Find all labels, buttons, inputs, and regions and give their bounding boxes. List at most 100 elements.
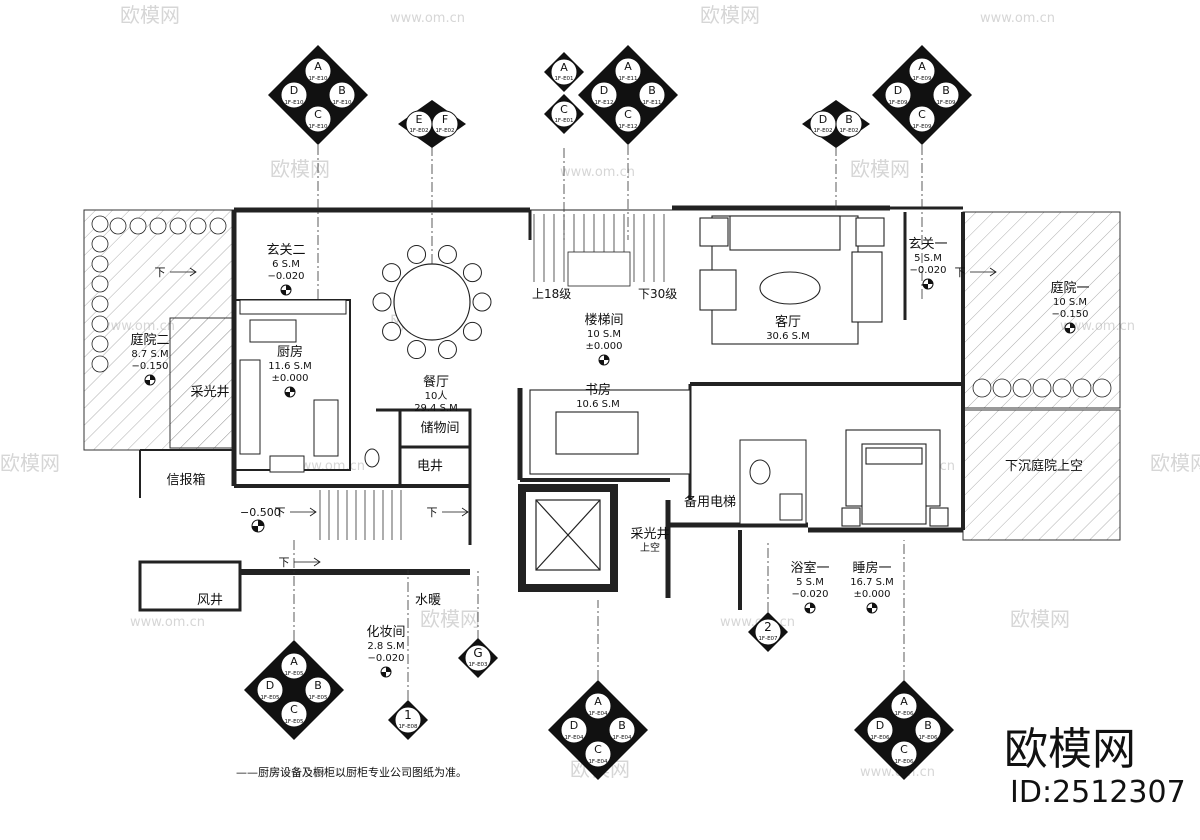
marker-letter: A [290,655,298,668]
marker-code: 1F-E03 [468,662,488,668]
marker-circle [914,716,942,744]
level-symbol-fill [923,284,928,289]
room-level: −0.150 [1051,309,1088,320]
room-label: 信报箱 [166,472,205,488]
bedroom-bed [841,429,949,527]
watermark-text: www.om.cn [270,765,345,780]
marker-letter: B [924,719,932,732]
down-label: 下 [279,556,290,569]
marker-letter: G [473,646,482,660]
down-arrows: 下下下下下 [155,266,997,569]
marker-code: 1F-E09 [888,100,908,106]
marker-circle [560,716,588,744]
room-name: 储物间 [420,421,459,436]
room-level: ±0.000 [271,373,308,384]
hedge-shrub [91,275,109,293]
level-symbol-fill [285,392,290,397]
marker-letter: E [416,113,423,126]
marker-letter: A [624,60,632,73]
marker-code: 1F-E10 [332,100,352,106]
marker-circle [464,644,492,672]
watermark-text: www.om.cn [390,11,465,26]
marker-letter: C [624,108,632,121]
marker-circle [908,105,936,133]
marker-diamond [244,640,344,740]
marker-circle [614,105,642,133]
elevation-marker: G 1F-E03 [458,638,498,678]
marker-letter: F [442,113,448,126]
room-area: 6 S.M [272,259,300,270]
marker-letter: D [570,719,578,732]
hedge-shrub [992,378,1012,398]
marker-code: 1F-E11 [642,100,661,106]
marker-letter: 2 [764,620,772,634]
room-level: 29.4 S.M [414,403,458,414]
marker-code: 1F-E01 [554,118,573,124]
marker-code: 1F-E04 [588,711,608,717]
marker-letter: C [918,108,926,121]
room-name: 下沉庭院上空 [1005,458,1083,474]
marker-diamond [268,45,368,145]
marker-circle [328,81,356,109]
marker-letter: B [942,84,950,97]
watermark-text: 欧模网 [270,157,330,181]
watermark-text: 欧模网 [700,3,760,27]
hedge-shrub [91,295,109,313]
elevation-marker: 21F-E07 [748,612,788,652]
room-level: ±0.000 [853,589,890,600]
level-symbol-fill [604,355,609,360]
down-arrow: 下 [155,266,197,279]
marker-code: 1F-E08 [398,724,418,730]
marker-code: 1F-E06 [894,711,914,717]
marker-circle [884,81,912,109]
marker-code: 1F-E02 [435,128,454,134]
room-level: −0.150 [131,361,168,372]
hedge-shrub [189,217,207,235]
room-area: 8.7 S.M [131,349,168,360]
marker-circle [550,58,578,86]
dining-chair [407,340,427,360]
room-level: −0.020 [267,271,304,282]
marker-code: 1F-E04 [588,759,608,765]
stair-landing [567,251,631,287]
marker-circle [866,716,894,744]
hedge-shrub [91,255,109,273]
arrow-head [461,507,469,517]
room-name: 厨房 [277,344,303,360]
marker-letter: B [338,84,346,97]
room-area: 30.6 S.M [766,331,810,342]
room-label: 电井 [417,459,443,474]
marker-code: 1F-E05 [260,695,280,701]
room-name: 楼梯间 [584,313,623,328]
marker-circle [835,110,863,138]
dining-chair [437,244,457,264]
room-label: 储物间 [420,421,459,436]
room-name: 采光井 [190,385,229,400]
stair-treads [533,214,665,287]
marker-letter: D [266,679,274,692]
level-symbol-fill [928,279,933,284]
room-label: 备用电梯 [684,494,736,510]
marker-circle [890,740,918,768]
marker-circle [304,676,332,704]
level-symbol-fill [1070,323,1075,328]
marker-letter: D [290,84,298,97]
room-name: 风井 [197,593,223,608]
marker-letter: C [314,108,322,121]
dining-table [393,263,471,341]
room-label: 采光井 [190,385,229,400]
room-name: 睡房一 [852,560,891,576]
hedge-shrub [1072,378,1092,398]
room-area: 10.6 S.M [576,399,620,410]
dining-chair [382,263,402,283]
room-name: 餐厅 [423,374,449,390]
marker-code: 1F-E09 [912,76,932,82]
marker-circle [608,716,636,744]
dining-chair [462,321,482,341]
room-area: 11.6 S.M [268,361,312,372]
